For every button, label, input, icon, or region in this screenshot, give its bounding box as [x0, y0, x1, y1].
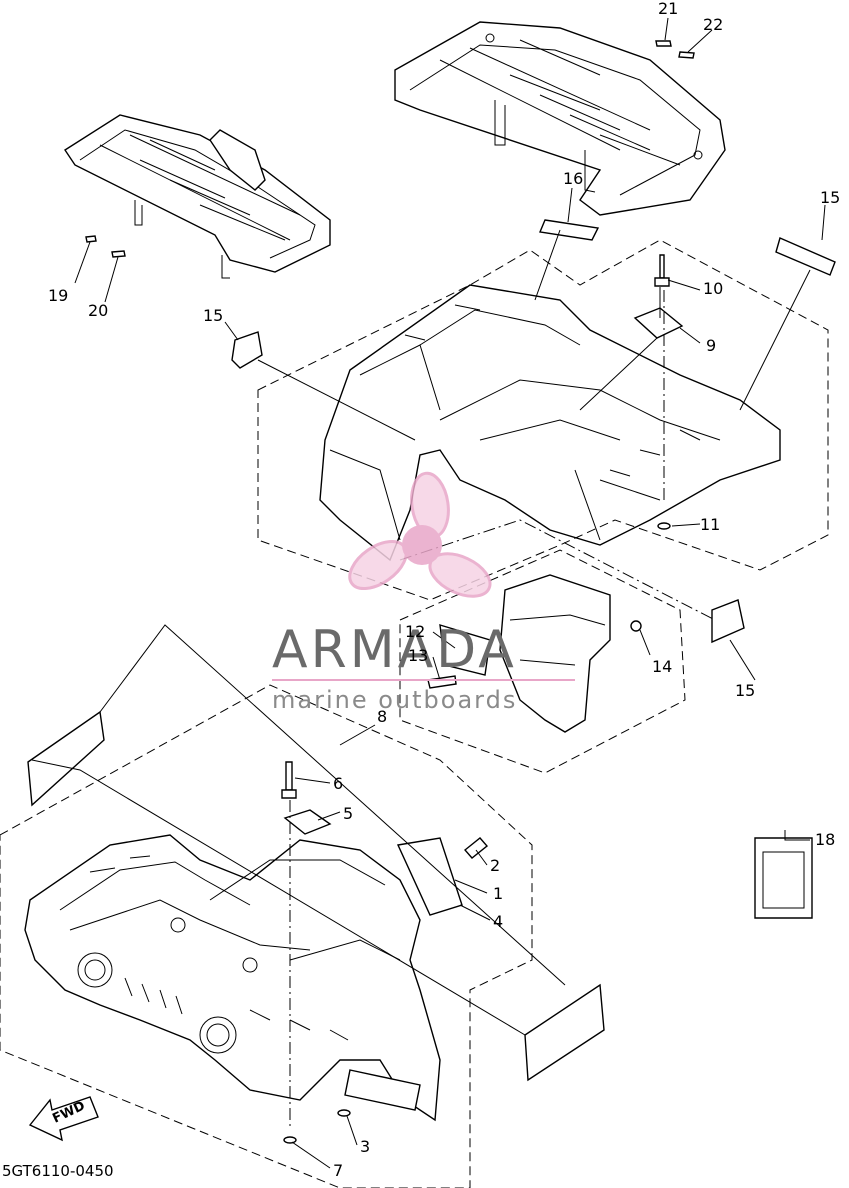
callout-15-lower: 15: [735, 681, 755, 700]
watermark-tagline: marine outboards: [272, 686, 517, 714]
callout-4: 4: [493, 912, 503, 931]
armada-watermark: ARMADA marine outboards: [272, 471, 575, 714]
callout-12: 12: [405, 622, 425, 641]
rear-carrier-rack: [394, 21, 726, 216]
leader-lines: [31, 17, 826, 1169]
callout-3: 3: [360, 1137, 370, 1156]
callout-17: 16: [563, 169, 583, 188]
callout-1: 1: [493, 884, 503, 903]
callout-10: 10: [703, 279, 723, 298]
watermark-brand: ARMADA: [272, 620, 517, 680]
callout-15-upper: 15: [203, 306, 223, 325]
callout-2: 2: [490, 856, 500, 875]
callout-20: 20: [88, 301, 108, 320]
rear-fender-body: [319, 284, 781, 562]
callout-19: 19: [48, 286, 68, 305]
front-fender-body: [24, 834, 441, 1122]
callout-13: 13: [408, 646, 428, 665]
diagram-code: 5GT6110-0450: [2, 1162, 114, 1180]
small-label-parts: [27, 40, 836, 1082]
callout-11: 11: [700, 515, 720, 534]
callout-21: 21: [658, 0, 678, 18]
assembly-outlines: [0, 239, 829, 1188]
callout-7: 7: [333, 1161, 343, 1180]
fwd-arrow: [28, 1096, 99, 1142]
rear-fender-inner-panel: [439, 574, 642, 733]
callout-22: 22: [703, 15, 723, 34]
callout-8: 8: [377, 707, 387, 726]
fasteners: [281, 254, 684, 1144]
callout-9: 9: [706, 336, 716, 355]
callout-16: 15: [820, 188, 840, 207]
callout-18: 18: [815, 830, 835, 849]
propeller-logo-icon: [348, 471, 492, 598]
callout-6: 6: [333, 774, 343, 793]
callout-numbers: 21 22 16 15 19 20 15 10 9 11 12 13 14 15…: [48, 0, 840, 1180]
callout-14: 14: [652, 657, 672, 676]
callout-5: 5: [343, 804, 353, 823]
front-carrier-rack: [64, 114, 331, 279]
